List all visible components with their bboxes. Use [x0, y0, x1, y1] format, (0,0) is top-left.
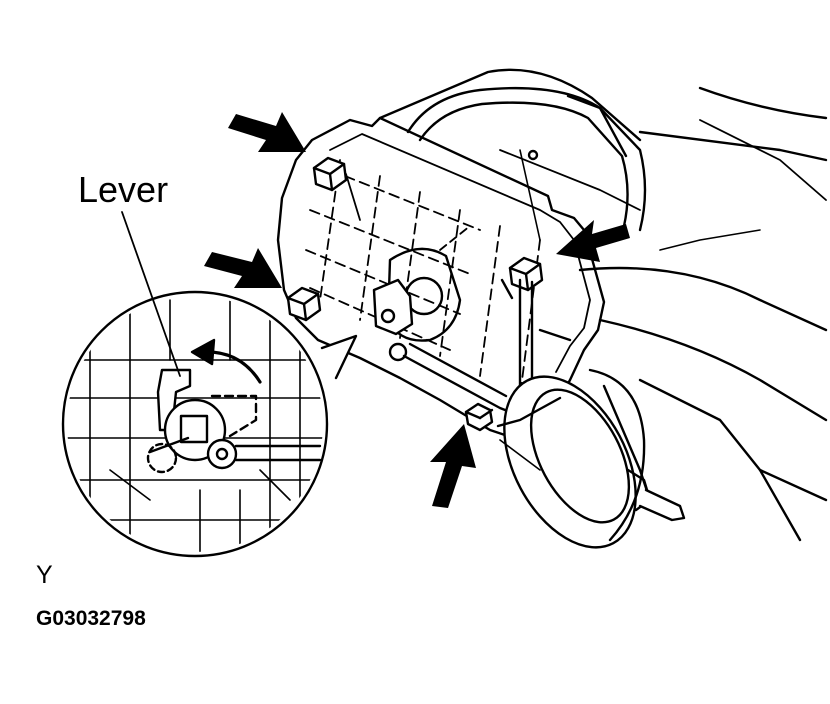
lever-leader-line [121, 211, 181, 377]
actuator-rod [518, 278, 572, 394]
lever-label: Lever [78, 169, 169, 210]
lever-assembly [372, 225, 532, 422]
arrow-right-bolt [556, 220, 630, 262]
vacuum-actuator [496, 368, 686, 549]
arrow-upper-left-bolt [228, 112, 306, 152]
arrow-lower-bolt [430, 424, 476, 508]
bolt-right [500, 256, 544, 300]
vehicle-body-lines [378, 68, 828, 542]
figure-code: G03032798 [36, 607, 146, 630]
arrow-left-bolt [204, 248, 282, 288]
bolt-left [286, 286, 322, 322]
view-letter: Y [36, 561, 53, 589]
duct-arch [406, 86, 647, 241]
rotation-arrowhead-icon [190, 338, 216, 366]
bolt-lower [464, 402, 494, 432]
bolt-upper-left [312, 156, 361, 221]
detail-view-circle [61, 211, 358, 558]
